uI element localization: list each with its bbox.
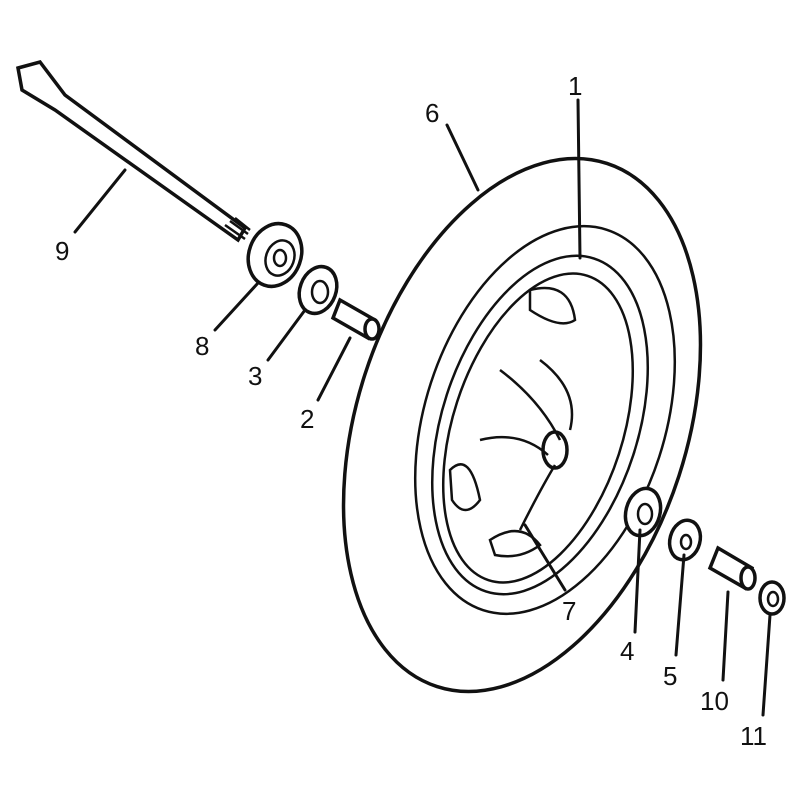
callout-10: 10 bbox=[700, 686, 729, 716]
callout-6: 6 bbox=[425, 98, 439, 128]
callout-3: 3 bbox=[248, 361, 262, 391]
callout-4: 4 bbox=[620, 636, 634, 666]
bearing-right-part bbox=[623, 486, 663, 538]
callout-5: 5 bbox=[663, 661, 677, 691]
callout-9: 9 bbox=[55, 236, 69, 266]
callout-11: 11 bbox=[740, 721, 767, 751]
washer-part bbox=[667, 518, 703, 562]
collar-part bbox=[246, 221, 304, 289]
callout-7: 7 bbox=[562, 596, 576, 626]
spacer-left-part bbox=[330, 297, 381, 341]
wheel-tire-part bbox=[341, 156, 703, 694]
axle-part bbox=[15, 60, 251, 243]
leader-lines bbox=[73, 98, 772, 717]
callout-2: 2 bbox=[300, 404, 314, 434]
callout-1: 1 bbox=[568, 71, 582, 101]
callout-8: 8 bbox=[195, 331, 209, 361]
bearing-left-part bbox=[297, 264, 339, 316]
nut-part bbox=[758, 580, 786, 616]
spacer-right-part bbox=[707, 545, 757, 591]
